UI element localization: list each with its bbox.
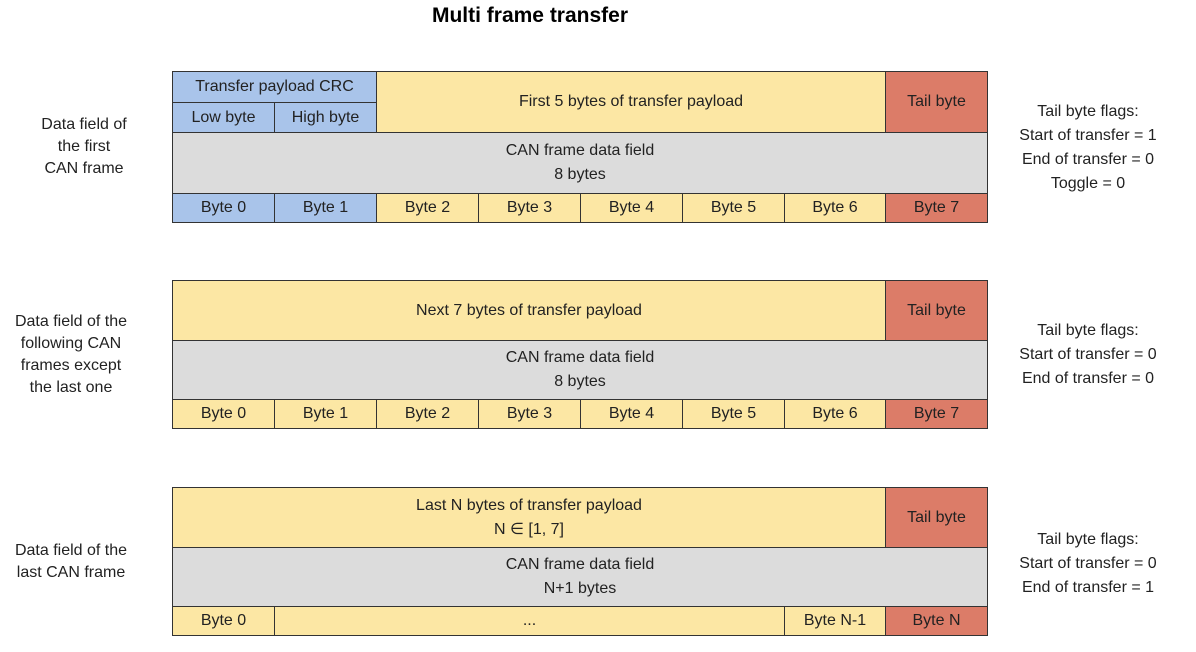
frame1-crc-low-cell: Low byte xyxy=(172,102,275,133)
frame2-tail-flags: Tail byte flags: Start of transfer = 0 E… xyxy=(988,319,1188,391)
frame2-side-label-line: the last one xyxy=(29,379,113,396)
frame3-byte-ellipsis-cell: ... xyxy=(274,606,785,636)
diagram-title: Multi frame transfer xyxy=(431,4,629,27)
frame1-can-field-cell: CAN frame data field 8 bytes xyxy=(172,132,988,194)
frame2-flag-line: Tail byte flags: xyxy=(1037,322,1139,339)
frame2-side-label-line: following CAN xyxy=(20,335,122,352)
frame1-byte-cell: Byte 5 xyxy=(682,193,785,223)
frame2-side-label-line: frames except xyxy=(20,357,122,374)
frame3-byte-cell: Byte N xyxy=(885,606,988,636)
frame2-flag-line: End of transfer = 0 xyxy=(1021,370,1155,387)
frame3-payload-cell: Last N bytes of transfer payload N ∈ [1,… xyxy=(172,487,886,548)
frame3-flag-line: Start of transfer = 0 xyxy=(1019,555,1157,572)
frame1-side-label: Data field of the first CAN frame xyxy=(0,114,169,180)
frame2-byte-cell: Byte 5 xyxy=(682,399,785,429)
frame1-crc-high-cell: High byte xyxy=(274,102,377,133)
frame1-side-label-line: CAN frame xyxy=(44,160,124,177)
frame2-can-field-line: 8 bytes xyxy=(554,373,606,390)
frame1-can-field-line: CAN frame data field xyxy=(505,142,655,159)
frame3-can-field-line: N+1 bytes xyxy=(543,580,617,597)
frame1-flag-line: Toggle = 0 xyxy=(1050,175,1126,192)
frame3-byte-cell: Byte N-1 xyxy=(784,606,886,636)
frame3-tail-cell: Tail byte xyxy=(885,487,988,548)
frame1-payload-cell: First 5 bytes of transfer payload xyxy=(376,71,886,133)
frame1-tail-cell: Tail byte xyxy=(885,71,988,133)
frame1-tail-flags: Tail byte flags: Start of transfer = 1 E… xyxy=(988,100,1188,196)
frame1-byte-cell: Byte 3 xyxy=(478,193,581,223)
frame2-side-label-line: Data field of the xyxy=(14,313,128,330)
frame1-flag-line: Start of transfer = 1 xyxy=(1019,127,1157,144)
frame1-flag-line: End of transfer = 0 xyxy=(1021,151,1155,168)
frame3-can-field-line: CAN frame data field xyxy=(505,556,655,573)
frame1-byte-cell: Byte 4 xyxy=(580,193,683,223)
frame2-payload-cell: Next 7 bytes of transfer payload xyxy=(172,280,886,341)
frame3-tail-flags: Tail byte flags: Start of transfer = 0 E… xyxy=(988,528,1188,600)
frame3-can-field-cell: CAN frame data field N+1 bytes xyxy=(172,547,988,607)
frame2-byte-cell: Byte 3 xyxy=(478,399,581,429)
frame1-flag-line: Tail byte flags: xyxy=(1037,103,1139,120)
frame1-can-field-line: 8 bytes xyxy=(554,166,606,183)
frame2-byte-cell: Byte 4 xyxy=(580,399,683,429)
frame2-byte-cell: Byte 7 xyxy=(885,399,988,429)
frame1-byte-cell: Byte 6 xyxy=(784,193,886,223)
frame2-byte-cell: Byte 1 xyxy=(274,399,377,429)
frame3-side-label-line: Data field of the xyxy=(14,542,128,559)
frame2-byte-cell: Byte 0 xyxy=(172,399,275,429)
frame1-side-label-line: Data field of xyxy=(41,116,127,133)
frame1-byte-cell: Byte 7 xyxy=(885,193,988,223)
frame1-byte-cell: Byte 0 xyxy=(172,193,275,223)
frame1-byte-cell: Byte 1 xyxy=(274,193,377,223)
frame3-byte-cell: Byte 0 xyxy=(172,606,275,636)
frame3-payload-line: Last N bytes of transfer payload xyxy=(416,496,642,514)
frame3-side-label: Data field of the last CAN frame xyxy=(0,540,156,584)
frame2-side-label: Data field of the following CAN frames e… xyxy=(0,311,156,399)
frame1-side-label-line: the first xyxy=(57,138,111,155)
frame1-byte-cell: Byte 2 xyxy=(376,193,479,223)
frame3-payload-line: N ∈ [1, 7] xyxy=(494,520,564,538)
frame3-flag-line: End of transfer = 1 xyxy=(1021,579,1155,596)
frame2-byte-cell: Byte 6 xyxy=(784,399,886,429)
frame3-side-label-line: last CAN frame xyxy=(16,564,126,581)
frame3-flag-line: Tail byte flags: xyxy=(1037,531,1139,548)
frame2-byte-cell: Byte 2 xyxy=(376,399,479,429)
frame2-flag-line: Start of transfer = 0 xyxy=(1019,346,1157,363)
frame2-can-field-cell: CAN frame data field 8 bytes xyxy=(172,340,988,400)
frame2-can-field-line: CAN frame data field xyxy=(505,349,655,366)
frame2-tail-cell: Tail byte xyxy=(885,280,988,341)
frame1-crc-cell: Transfer payload CRC xyxy=(172,71,377,103)
